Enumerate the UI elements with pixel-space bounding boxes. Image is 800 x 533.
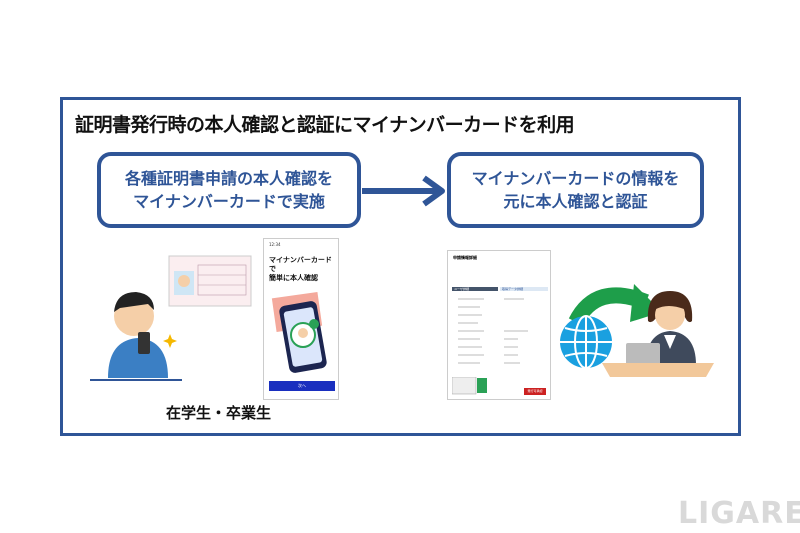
diagram-title: 証明書発行時の本人確認と認証にマイナンバーカードを利用 [75, 114, 575, 136]
phone-next-button[interactable]: 次へ [269, 381, 335, 391]
student-with-phone-icon [90, 292, 182, 381]
face-verification-icon [271, 291, 327, 373]
step-text-line1: 各種証明書申請の本人確認を [124, 169, 333, 188]
document-section-data: 取得データ詳細 [500, 287, 548, 291]
card-thumbnail-icon [452, 377, 487, 395]
phone-time: 12:34 [269, 242, 281, 247]
watermark-logo: LIGARE [678, 496, 800, 531]
diagram-frame [60, 97, 741, 436]
phone-heading-line2: 簡単に本人確認 [269, 274, 318, 282]
phone-heading-line1: マイナンバーカードで [269, 256, 332, 273]
document-rows [458, 298, 528, 364]
mynumber-card-icon [168, 255, 252, 307]
user-caption: 在学生・卒業生 [166, 404, 272, 422]
step-box-application: 各種証明書申請の本人確認を マイナンバーカードで実施 [97, 152, 361, 228]
application-detail-document: 申請情報詳細 ユーザ詳細 取得データ詳細 発行可承認 [447, 250, 551, 400]
step-text-line1: マイナンバーカードの情報を [471, 169, 680, 188]
document-heading: 申請情報詳細 [453, 255, 477, 260]
step-text-line2: マイナンバーカードで実施 [133, 192, 325, 211]
flow-arrow-icon [362, 175, 445, 207]
staff-at-computer-icon [602, 291, 714, 377]
phone-screen-mockup: 12:34 マイナンバーカードで 簡単に本人確認 次へ [263, 238, 339, 400]
step-text-line2: 元に本人確認と認証 [503, 192, 648, 211]
approve-issue-button[interactable]: 発行可承認 [524, 388, 546, 395]
phone-heading: マイナンバーカードで 簡単に本人確認 [269, 256, 338, 283]
document-section-user: ユーザ詳細 [452, 287, 498, 291]
step-box-verification: マイナンバーカードの情報を 元に本人確認と認証 [447, 152, 704, 228]
globe-icon [560, 284, 662, 369]
